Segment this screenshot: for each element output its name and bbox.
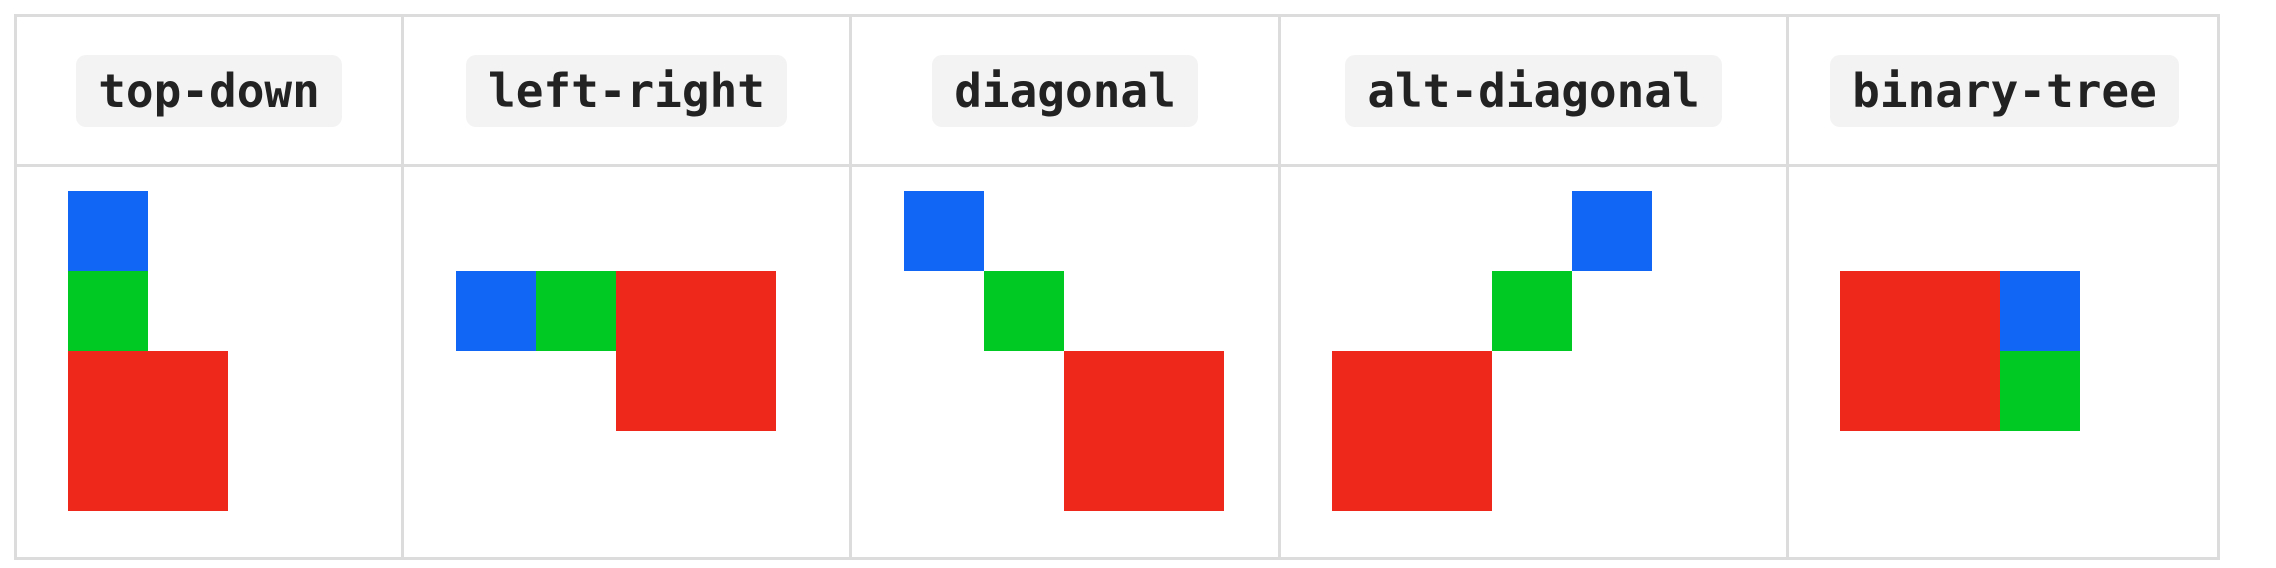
green-square — [984, 271, 1064, 351]
green-square — [536, 271, 616, 351]
red-square — [616, 271, 776, 431]
header-cell-diagonal: diagonal — [852, 17, 1278, 164]
header-cell-top-down: top-down — [17, 17, 401, 164]
red-square — [1332, 351, 1492, 511]
layout-label-diagonal: diagonal — [932, 54, 1198, 127]
red-square — [1840, 271, 2000, 431]
row-divider — [17, 164, 2217, 167]
red-square — [68, 351, 228, 511]
layout-label-alt-diagonal: alt-diagonal — [1345, 54, 1722, 127]
layout-table: top-down left-right diagonal alt-diagona… — [14, 14, 2220, 560]
layout-label-left-right: left-right — [466, 54, 787, 127]
blue-square — [904, 191, 984, 271]
blue-square — [1572, 191, 1652, 271]
blue-square — [68, 191, 148, 271]
header-cell-alt-diagonal: alt-diagonal — [1281, 17, 1786, 164]
blue-square — [456, 271, 536, 351]
header-cell-left-right: left-right — [404, 17, 849, 164]
green-square — [2000, 351, 2080, 431]
header-cell-binary-tree: binary-tree — [1789, 17, 2220, 164]
blue-square — [2000, 271, 2080, 351]
layout-label-top-down: top-down — [76, 54, 342, 127]
column-divider — [1786, 17, 1789, 557]
column-divider — [401, 17, 404, 557]
green-square — [1492, 271, 1572, 351]
red-square — [1064, 351, 1224, 511]
column-divider — [1278, 17, 1281, 557]
layout-label-binary-tree: binary-tree — [1830, 54, 2179, 127]
green-square — [68, 271, 148, 351]
column-divider — [849, 17, 852, 557]
